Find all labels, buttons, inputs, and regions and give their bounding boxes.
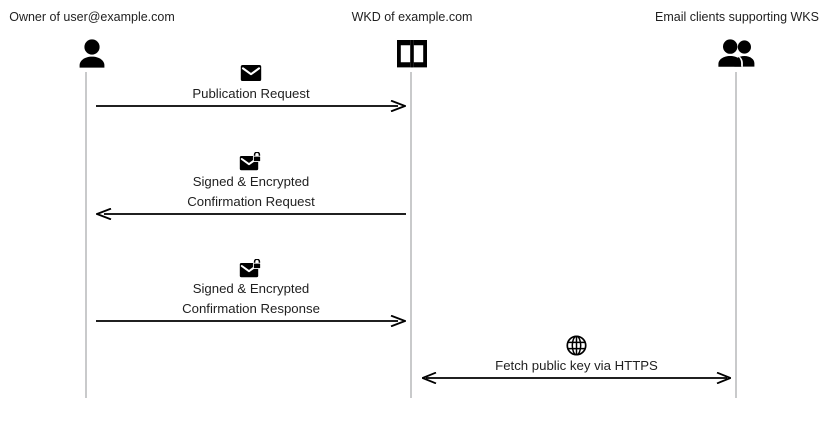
actor-wkd-label: WKD of example.com (351, 10, 473, 24)
message-publication-request-label: Publication Request (192, 86, 310, 101)
lifeline-clients (735, 72, 737, 398)
actor-clients-label: Email clients supporting WKS (655, 10, 819, 24)
message-fetch-public-key: Fetch public key via HTTPS (422, 334, 731, 384)
users-icon (617, 36, 823, 70)
lifeline-owner (85, 72, 87, 398)
mail-icon (96, 62, 406, 84)
arrow-right (96, 315, 406, 327)
person-icon (0, 36, 212, 70)
message-confirmation-response-label: Signed & Encrypted Confirmation Response (182, 281, 320, 316)
message-confirmation-request-label: Signed & Encrypted Confirmation Request (187, 174, 315, 209)
book-icon (292, 36, 532, 70)
arrow-right (96, 100, 406, 112)
arrow-left (96, 208, 406, 220)
message-publication-request: Publication Request (96, 62, 406, 112)
message-confirmation-response: Signed & Encrypted Confirmation Response (96, 257, 406, 327)
mail-lock-icon (96, 257, 406, 279)
globe-icon (422, 334, 731, 356)
actor-owner-label: Owner of user@example.com (9, 10, 175, 24)
arrow-bidirectional (422, 372, 731, 384)
message-confirmation-request: Signed & Encrypted Confirmation Request (96, 150, 406, 220)
mail-lock-icon (96, 150, 406, 172)
message-fetch-public-key-label: Fetch public key via HTTPS (495, 358, 658, 373)
lifeline-wkd (410, 72, 412, 398)
